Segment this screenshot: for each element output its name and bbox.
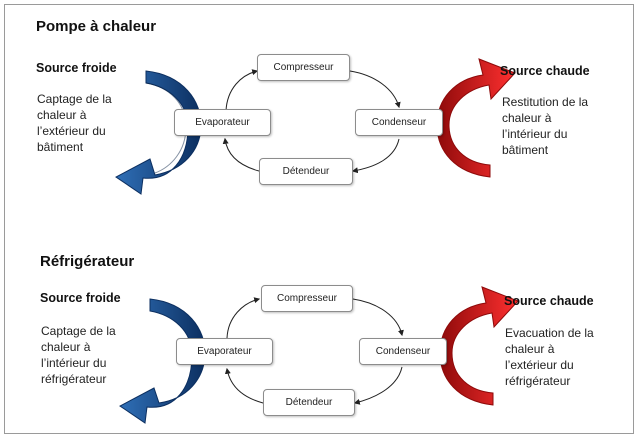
diagram-1-title: Pompe à chaleur [36, 18, 157, 35]
condenseur-box-1: Condenseur [355, 109, 443, 136]
desc-line: l’extérieur du [37, 124, 106, 138]
desc-line: chaleur à [505, 342, 555, 356]
detendeur-box-1: Détendeur [259, 158, 353, 185]
cold-source-arrow-2 [119, 298, 206, 424]
evaporateur-box-2: Evaporateur [176, 338, 273, 365]
desc-line: réfrigérateur [505, 374, 571, 388]
diagram-graphics [115, 58, 519, 424]
diagram-frame: Pompe à chaleur Source froide Captage de… [4, 4, 634, 434]
desc-line: Captage de la [41, 324, 116, 338]
flow-compresseur-to-condenseur-1 [349, 70, 401, 109]
hot-source-arrow-2 [439, 286, 519, 406]
cold-source-title-1: Source froide [36, 61, 117, 75]
hot-source-arrow-1 [436, 58, 516, 178]
hot-source-desc-2: Evacuation de la chaleur à l’extérieur d… [505, 325, 601, 389]
flow-condenseur-to-detendeur-1 [351, 138, 400, 174]
desc-line: Evacuation de la [505, 326, 594, 340]
hot-source-title-1: Source chaude [500, 64, 590, 78]
compresseur-box-2: Compresseur [261, 285, 353, 312]
desc-line: réfrigérateur [41, 372, 107, 386]
hot-source-title-2: Source chaude [504, 294, 594, 308]
desc-line: chaleur à [502, 111, 552, 125]
flow-compresseur-to-condenseur-2 [352, 298, 404, 337]
desc-line: chaleur à [37, 108, 87, 122]
compresseur-box-1: Compresseur [257, 54, 350, 81]
flow-evap-to-compresseur-1 [225, 69, 259, 112]
desc-line: Restitution de la [502, 95, 589, 109]
desc-line: chaleur à [41, 340, 91, 354]
diagram-2-title: Réfrigérateur [40, 253, 135, 270]
cold-source-desc-1: Captage de la chaleur à l’extérieur du b… [37, 91, 113, 155]
desc-line: bâtiment [502, 143, 549, 157]
flow-condenseur-to-detendeur-2 [353, 366, 403, 405]
cold-source-desc-2: Captage de la chaleur à l’intérieur du r… [41, 323, 121, 387]
desc-line: l’intérieur du [502, 127, 568, 141]
flow-detendeur-to-evap-2 [224, 367, 264, 404]
diagram-2-graphics [119, 286, 519, 424]
desc-line: Captage de la [37, 92, 112, 106]
evaporateur-box-1: Evaporateur [174, 109, 271, 136]
flow-evap-to-compresseur-2 [226, 297, 261, 339]
detendeur-box-2: Détendeur [263, 389, 355, 416]
desc-line: bâtiment [37, 140, 84, 154]
desc-line: l’extérieur du [505, 358, 574, 372]
desc-line: l’intérieur du [41, 356, 107, 370]
cold-source-title-2: Source froide [40, 291, 121, 305]
flow-detendeur-to-evap-1 [222, 137, 260, 172]
condenseur-box-2: Condenseur [359, 338, 447, 365]
hot-source-desc-1: Restitution de la chaleur à l’intérieur … [502, 94, 598, 158]
